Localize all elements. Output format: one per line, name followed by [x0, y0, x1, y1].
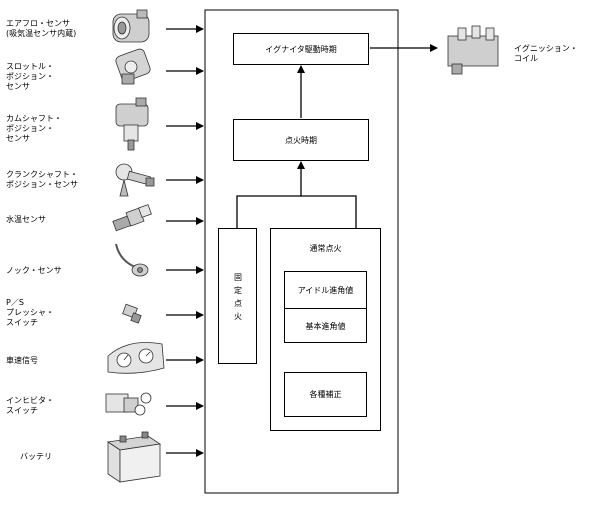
battery-icon	[106, 431, 162, 483]
ignition-timing-box: 点火時期	[233, 119, 369, 161]
sensor-label-camshaft: カムシャフト・ ポジション・ センサ	[6, 114, 62, 143]
ignition-coil-label: イグニッション・ コイル	[514, 44, 578, 63]
fixed-ignition-label: 固定点火	[234, 273, 242, 321]
fixed-ignition-box: 固定点火	[218, 228, 257, 364]
inhibitor-switch-icon	[105, 392, 152, 416]
sensor-label-inhibitor: インヒビタ・ スイッチ	[6, 396, 54, 415]
coolant-temp-sensor-icon	[112, 204, 152, 232]
speedometer-cluster-icon	[107, 342, 165, 374]
igniter-drive-timing-box: イグナイタ駆動時期	[233, 33, 369, 65]
basic-advance-box: 基本進角値	[284, 308, 367, 343]
crankshaft-position-sensor-icon	[115, 163, 155, 197]
sensor-label-crankshaft: クランクシャフト・ ポジション・センサ	[6, 170, 78, 189]
normal-ignition-label: 通常点火	[309, 244, 342, 253]
ecu-outer-box	[204, 9, 399, 494]
throttle-position-sensor-icon	[115, 48, 151, 85]
corrections-box: 各種補正	[284, 372, 367, 417]
sensor-label-knock: ノック・センサ	[6, 266, 62, 275]
basic-advance-label: 基本進角値	[305, 322, 346, 331]
sensor-label-battery: バッテリ	[20, 452, 52, 461]
idle-advance-label: アイドル進角値	[297, 286, 354, 295]
sensor-label-throttle: スロットル・ ポジション・ センサ	[6, 62, 54, 91]
sensor-label-vehicle-speed: 車速信号	[6, 356, 38, 365]
merge-connector	[236, 195, 357, 228]
sensor-label-ps-switch: P／S プレッシャ・ スイッチ	[6, 298, 54, 327]
igniter-drive-timing-label: イグナイタ駆動時期	[265, 45, 337, 54]
ignition-coil-icon	[447, 25, 499, 75]
camshaft-position-sensor-icon	[115, 97, 149, 151]
idle-advance-box: アイドル進角値	[284, 271, 367, 309]
airflow-sensor-icon	[112, 9, 150, 43]
ignition-timing-label: 点火時期	[285, 136, 317, 145]
input-arrows	[166, 25, 204, 457]
knock-sensor-icon	[115, 243, 149, 277]
ps-pressure-switch-icon	[122, 303, 142, 324]
sensor-label-coolant: 水温センサ	[6, 215, 46, 224]
sensor-label-airflow: エアフロ・センサ (吸気温センサ内蔵)	[6, 19, 77, 38]
corrections-label: 各種補正	[309, 390, 342, 399]
